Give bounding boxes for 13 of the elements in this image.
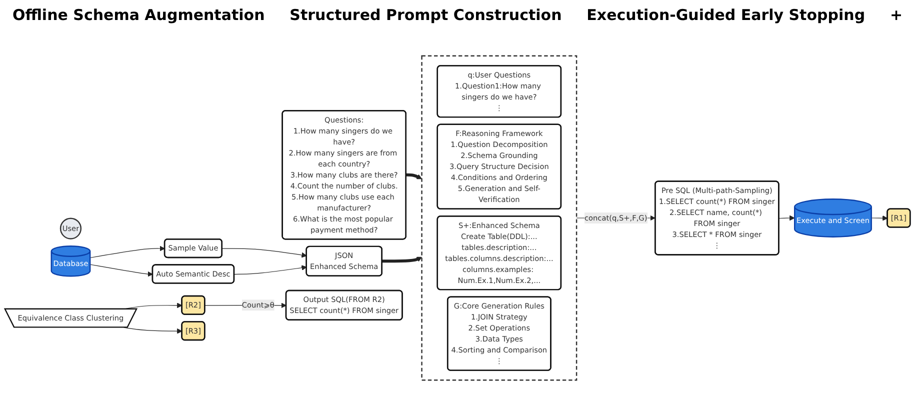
cluster xyxy=(421,55,578,381)
arrow xyxy=(382,256,422,263)
plus-sign: + xyxy=(890,6,903,24)
arrow xyxy=(871,215,888,221)
section-heading: Offline Schema Augmentation xyxy=(12,6,265,24)
section-heading: Execution-Guided Early Stopping xyxy=(586,6,866,24)
arrow xyxy=(222,248,307,258)
arrow xyxy=(90,264,154,277)
arrow xyxy=(90,246,166,258)
arrow xyxy=(406,173,422,180)
arrow xyxy=(234,265,307,275)
arrow xyxy=(778,215,795,221)
section-heading: Structured Prompt Construction xyxy=(290,6,562,24)
